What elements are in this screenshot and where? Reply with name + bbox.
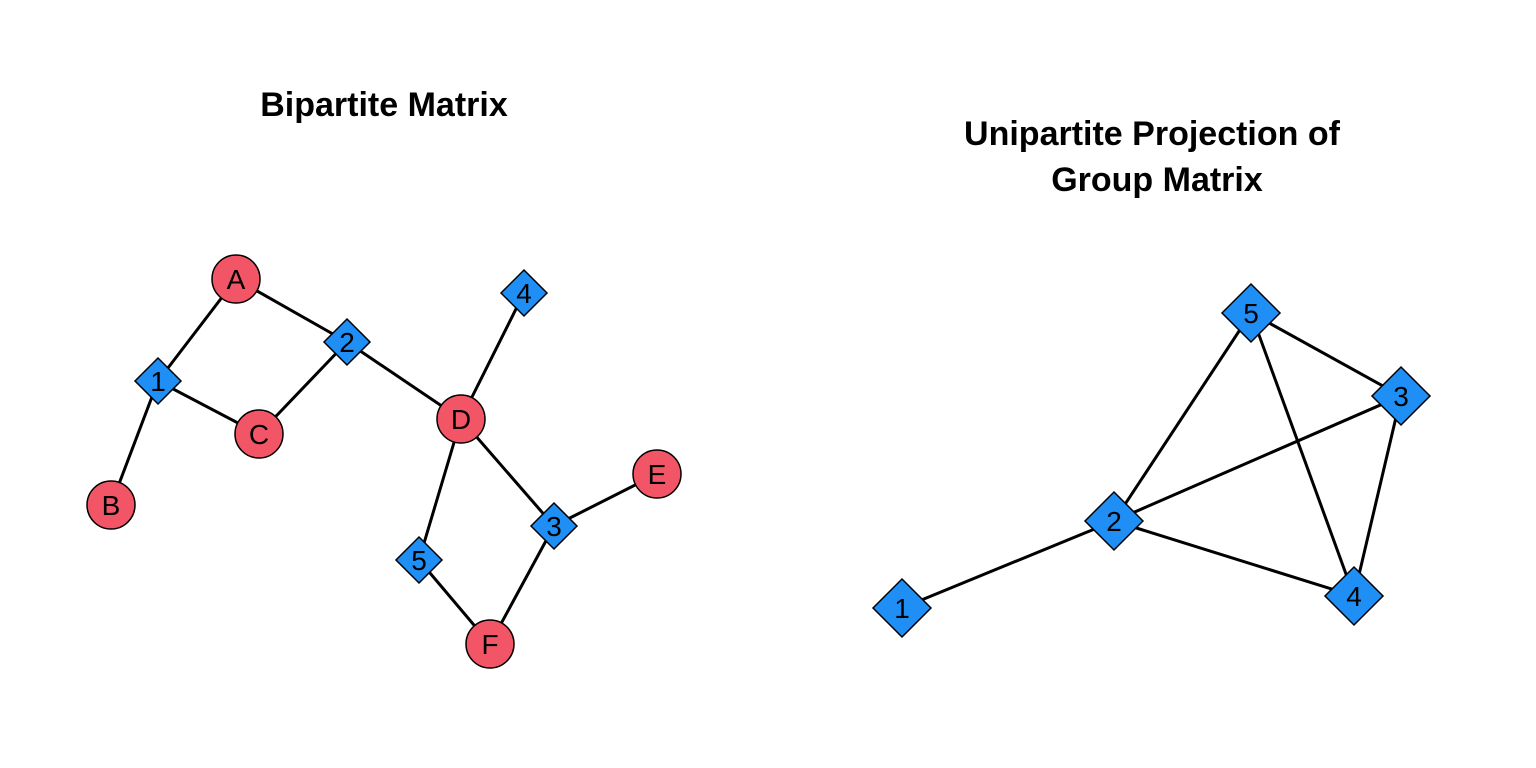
left-node-3: 3 [529,501,579,551]
node-label: 3 [546,511,562,542]
right-edge-3-4 [1352,395,1403,597]
person-node-circle [465,619,515,669]
right-edge-2-4 [1113,519,1355,598]
left-node-E: E [632,449,682,499]
node-label: 2 [339,327,355,358]
right-edge-2-3 [1113,394,1402,523]
left-node-D: D [436,394,486,444]
node-label: 1 [150,366,166,397]
person-node-circle [632,449,682,499]
node-label: C [249,419,269,450]
left-graph-title: Bipartite Matrix [260,86,508,124]
node-label: D [451,404,471,435]
group-node-diamond [529,501,579,551]
group-node-diamond [394,535,444,585]
node-label: E [648,459,667,490]
left-graph-edges [109,277,658,645]
node-label: 5 [1243,298,1259,329]
right-node-4: 4 [1323,565,1385,627]
node-label: 4 [1346,581,1362,612]
right-node-3: 3 [1370,365,1432,427]
left-node-A: A [211,254,261,304]
right-graph-nodes: 1 2 3 4 5 [871,282,1432,639]
person-node-circle [211,254,261,304]
node-label: F [481,629,498,660]
right-edge-1-2 [901,519,1115,610]
group-node-diamond [322,317,372,367]
right-node-2: 2 [1083,490,1145,552]
right-edge-2-5 [1112,312,1253,522]
left-node-5: 5 [394,535,444,585]
right-graph-title-line1: Unipartite Projection of [964,115,1341,153]
node-label: B [102,490,121,521]
group-node-diamond [133,356,183,406]
left-node-F: F [465,619,515,669]
group-node-diamond [1220,282,1282,344]
left-node-C: C [234,409,284,459]
right-edge-5-3 [1250,311,1402,398]
node-label: 3 [1393,381,1409,412]
node-label: 2 [1106,506,1122,537]
node-label: 4 [516,278,532,309]
right-node-1: 1 [871,577,933,639]
right-node-5: 5 [1220,282,1282,344]
person-node-circle [234,409,284,459]
group-node-diamond [1323,565,1385,627]
right-edge-5-4 [1249,312,1356,597]
node-label: 1 [894,593,910,624]
person-node-circle [436,394,486,444]
node-label: 5 [411,545,427,576]
group-node-diamond [1370,365,1432,427]
group-node-diamond [499,268,549,318]
right-graph-edges [901,311,1403,610]
left-node-4: 4 [499,268,549,318]
right-graph-title-line2: Group Matrix [1051,161,1263,199]
left-node-2: 2 [322,317,372,367]
group-node-diamond [871,577,933,639]
left-node-B: B [86,480,136,530]
group-node-diamond [1083,490,1145,552]
node-label: A [227,264,246,295]
left-node-1: 1 [133,356,183,406]
person-node-circle [86,480,136,530]
left-graph-nodes: A B C D E F 1 2 3 4 5 [86,254,682,669]
